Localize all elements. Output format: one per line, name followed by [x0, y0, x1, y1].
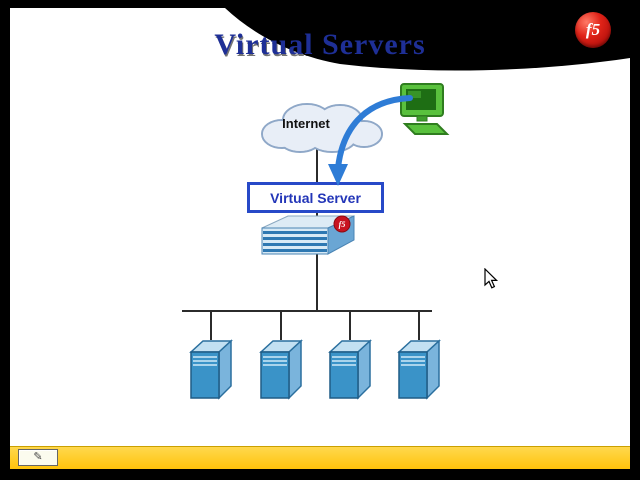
server-icon [328, 339, 372, 400]
f5-logo-text: f5 [585, 20, 601, 39]
slide: Virtual Servers f5 [10, 8, 630, 469]
pencil-tool-button[interactable]: ✎ [18, 449, 58, 466]
virtual-server-label: Virtual Server [270, 189, 361, 206]
bottom-toolbar [10, 446, 630, 469]
server-drop-line [210, 310, 212, 340]
traffic-arrow-icon [328, 95, 413, 186]
client-computer-icon [400, 83, 450, 135]
server-drop-line [349, 310, 351, 340]
server-icon [259, 339, 303, 400]
top-swoosh-graphic [225, 8, 630, 71]
load-balancer-icon: f5 [261, 215, 355, 255]
server-drop-line [280, 310, 282, 340]
mouse-cursor-icon [484, 268, 499, 289]
device-f5-badge-text: f5 [339, 220, 346, 229]
server-drop-line [418, 310, 420, 340]
pencil-icon: ✎ [33, 451, 43, 463]
network-trunk-line [182, 310, 432, 312]
server-icon [397, 339, 441, 400]
connector-box-to-trunk [316, 208, 318, 312]
slide-title: Virtual Servers [214, 28, 426, 61]
device-f5-badge [333, 215, 351, 233]
connector-cloud-to-box [316, 148, 318, 184]
internet-cloud-icon [261, 103, 383, 153]
server-icon [189, 339, 233, 400]
virtual-server-box: Virtual Server [247, 182, 384, 213]
f5-logo: f5 [575, 12, 611, 48]
internet-label: Internet [282, 116, 330, 131]
